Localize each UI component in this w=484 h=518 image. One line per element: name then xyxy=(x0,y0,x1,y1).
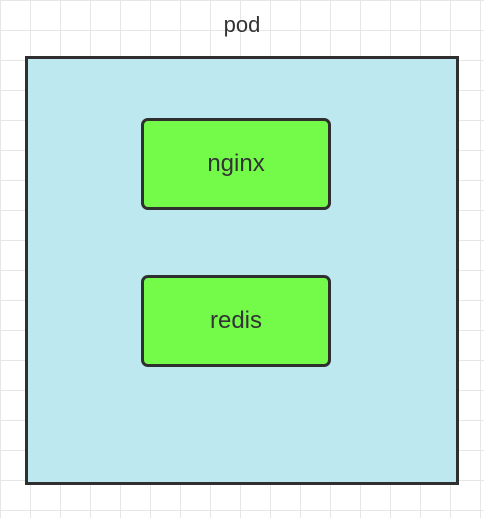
pod-box: nginx redis xyxy=(25,56,459,485)
pod-label: pod xyxy=(223,12,261,37)
container-label-nginx: nginx xyxy=(207,150,265,177)
container-label-redis: redis xyxy=(209,307,263,334)
container-box-redis: redis xyxy=(141,275,331,367)
container-box-nginx: nginx xyxy=(141,118,331,210)
